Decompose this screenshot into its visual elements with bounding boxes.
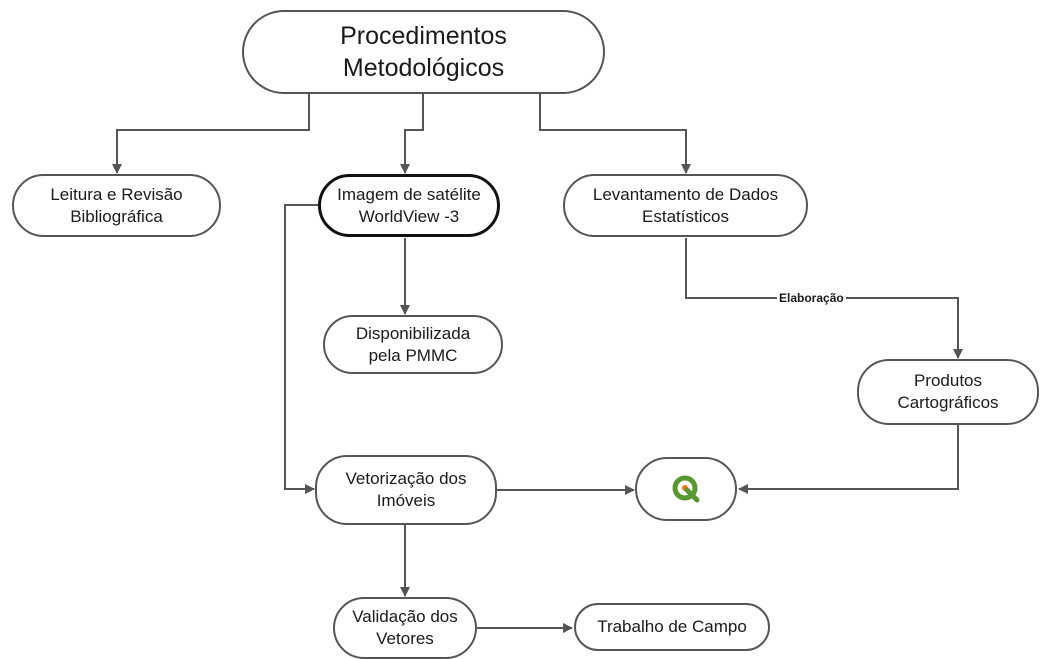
node-levantamento-de-dados[interactable]: Levantamento de Dados Estatísticos (563, 174, 808, 237)
edge-produtos-to-qgis (738, 425, 959, 494)
node-procedimentos-metodologicos[interactable]: Procedimentos Metodológicos (242, 10, 605, 94)
node-leitura-revisao-bibliografica[interactable]: Leitura e Revisão Bibliográfica (12, 174, 221, 237)
qgis-logo-icon (672, 475, 700, 503)
edge-root-to-imagem (400, 93, 424, 174)
node-disponibilizada-pmmc[interactable]: Disponibilizada pela PMMC (323, 315, 503, 374)
edge-root-to-levantamento (539, 93, 691, 174)
node-validacao-vetores[interactable]: Validação dos Vetores (333, 597, 477, 659)
edge-label-elaboracao: Elaboração (777, 291, 846, 305)
node-qgis[interactable] (635, 457, 737, 521)
node-vetorizacao-imoveis[interactable]: Vetorização dos Imóveis (315, 455, 497, 525)
node-trabalho-de-campo[interactable]: Trabalho de Campo (574, 603, 770, 651)
edge-imagem-to-vetorizacao (284, 204, 319, 494)
node-produtos-cartograficos[interactable]: Produtos Cartográficos (857, 359, 1039, 425)
node-imagem-de-satelite[interactable]: Imagem de satélite WorldView -3 (318, 174, 500, 237)
edge-root-to-leitura (112, 93, 310, 174)
